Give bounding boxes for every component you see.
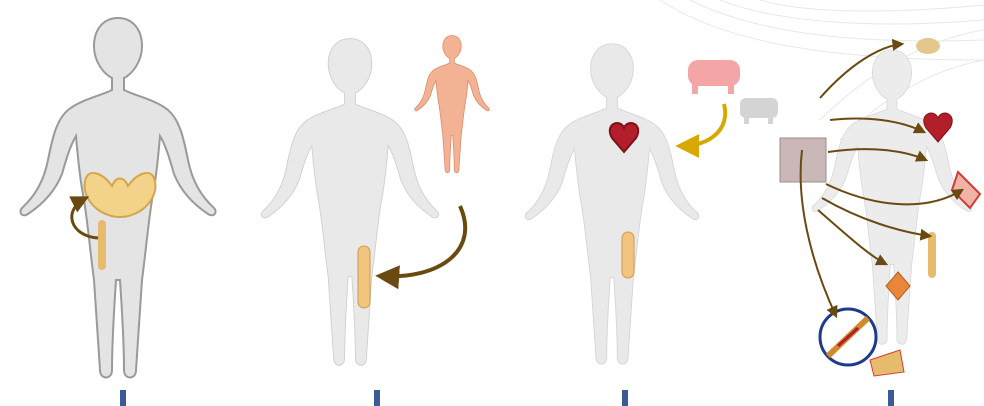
- pig-icon: [688, 60, 740, 94]
- magnified-bone-inset: [820, 309, 876, 365]
- leg-bone-graft: [928, 232, 936, 278]
- panel-autograft: [20, 18, 215, 406]
- panel-marker-2: [374, 390, 380, 406]
- arrow-animal-to-heart: [680, 104, 725, 146]
- panel-synthetic: [780, 38, 980, 406]
- panel-allograft: [261, 36, 489, 406]
- panel-marker-1: [120, 390, 126, 406]
- cow-icon: [740, 98, 778, 124]
- patient-body-2: [261, 39, 438, 366]
- tissue-scaffold-sample: [780, 138, 826, 182]
- femur-bone-2: [358, 246, 370, 308]
- arrow-donor-to-patient: [380, 206, 465, 276]
- donor-body: [415, 36, 490, 173]
- brain-graft: [916, 38, 940, 54]
- patient-body-3: [525, 44, 699, 364]
- foot-graft: [870, 350, 904, 376]
- panel-marker-4: [888, 390, 894, 406]
- panel-marker-3: [622, 390, 628, 406]
- femur-bone-3: [622, 232, 634, 278]
- panel-xenograft: [525, 44, 778, 406]
- femur-bone-1: [98, 220, 106, 270]
